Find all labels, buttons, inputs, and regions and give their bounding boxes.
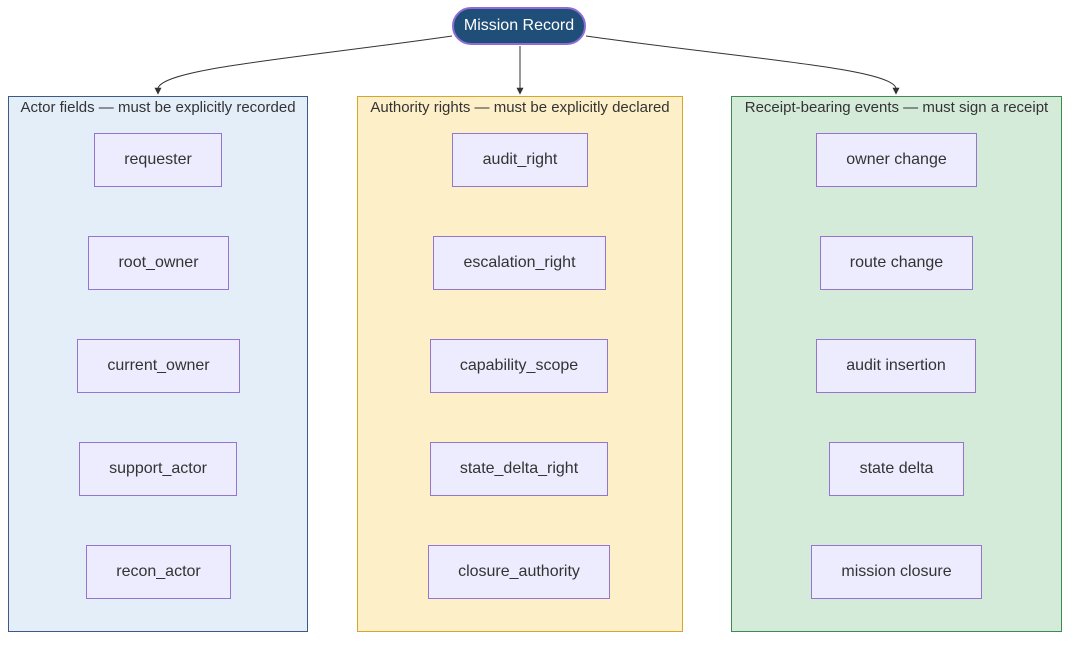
group-title-actor-fields: Actor fields — must be explicitly record… bbox=[20, 99, 296, 116]
node-state-delta-right: state_delta_right bbox=[430, 442, 608, 496]
node-closure-authority: closure_authority bbox=[428, 545, 610, 599]
group-authority-rights: Authority rights — must be explicitly de… bbox=[357, 96, 683, 632]
node-state-delta: state delta bbox=[829, 442, 964, 496]
node-capability-scope: capability_scope bbox=[430, 339, 608, 393]
edge-root-to-receipts bbox=[585, 35, 900, 95]
group-actor-fields: Actor fields — must be explicitly record… bbox=[8, 96, 308, 632]
node-audit-insertion: audit insertion bbox=[816, 339, 976, 393]
node-root-owner: root_owner bbox=[88, 236, 229, 290]
node-route-change: route change bbox=[820, 236, 973, 290]
node-owner-change: owner change bbox=[816, 133, 977, 187]
node-mission-closure: mission closure bbox=[811, 545, 982, 599]
node-recon-actor: recon_actor bbox=[86, 545, 231, 599]
root-node-mission-record: Mission Record bbox=[452, 7, 586, 45]
node-support-actor: support_actor bbox=[79, 442, 237, 496]
edge-root-to-actors bbox=[154, 35, 453, 95]
node-escalation-right: escalation_right bbox=[433, 236, 606, 290]
group-title-receipt-events: Receipt-bearing events — must sign a rec… bbox=[744, 99, 1049, 116]
group-title-authority-rights: Authority rights — must be explicitly de… bbox=[370, 99, 670, 116]
group-receipt-bearing-events: Receipt-bearing events — must sign a rec… bbox=[731, 96, 1062, 632]
node-audit-right: audit_right bbox=[452, 133, 588, 187]
node-requester: requester bbox=[94, 133, 222, 187]
node-current-owner: current_owner bbox=[77, 339, 240, 393]
